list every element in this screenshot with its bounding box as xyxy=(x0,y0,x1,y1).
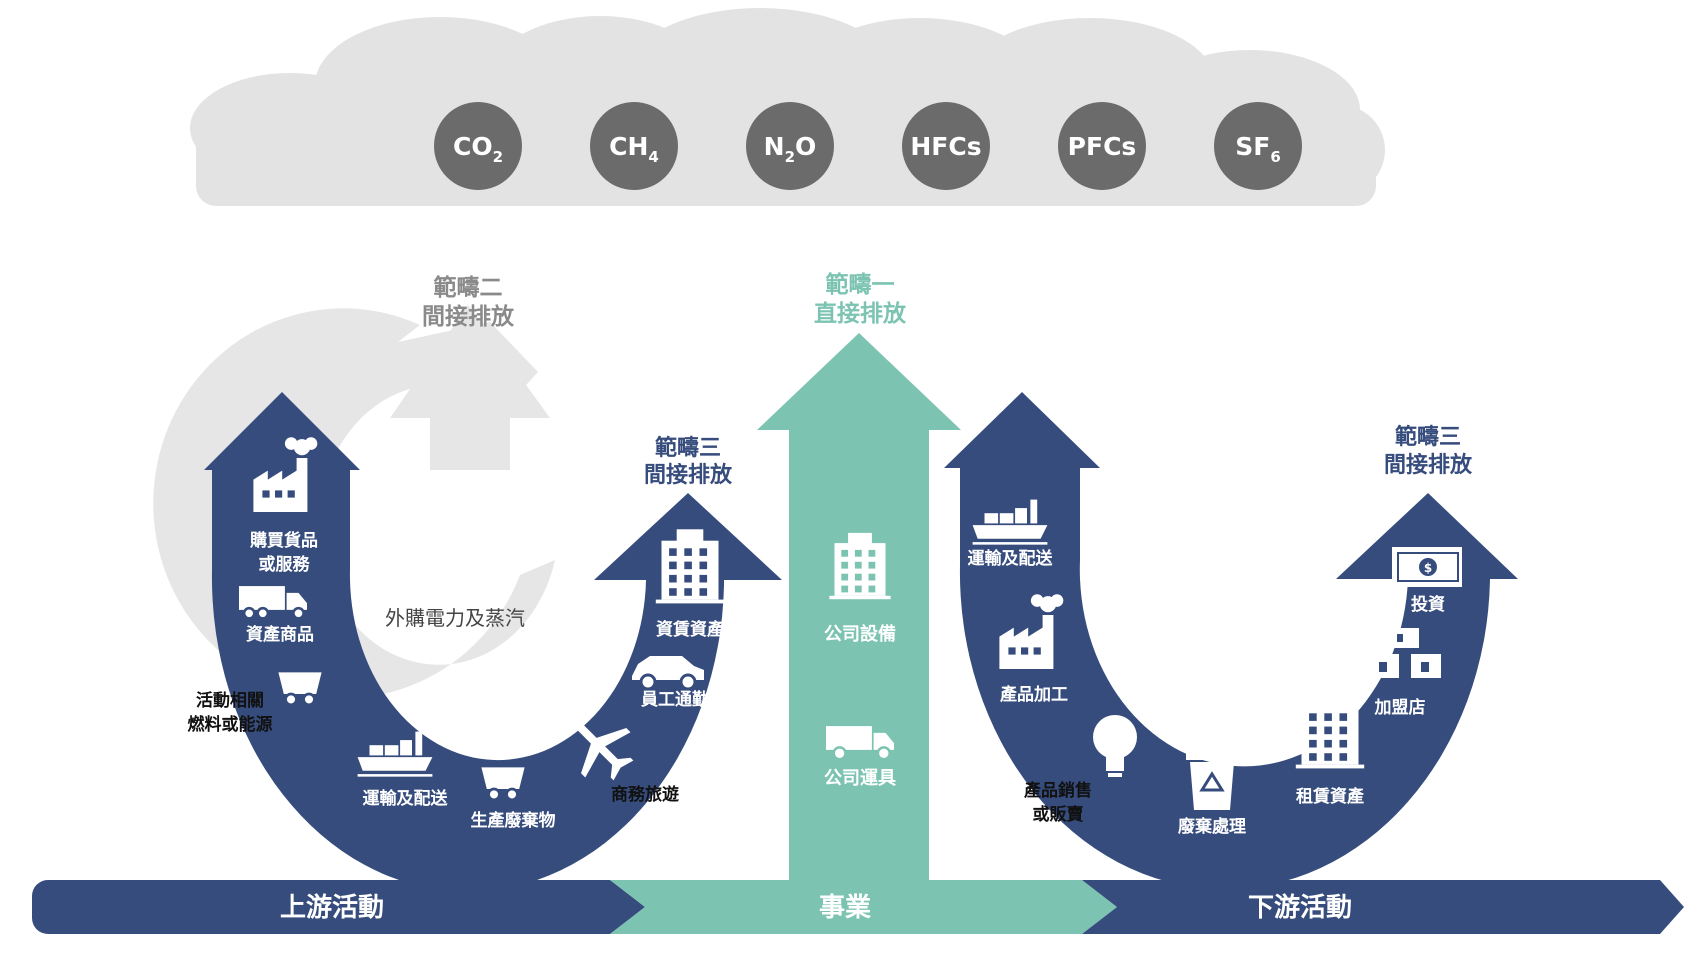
gas-sf6-circle: SF6 xyxy=(1214,102,1302,190)
gas-list: CO2 CH4 N2O HFCs PFCs SF6 xyxy=(434,102,1302,190)
gas-formula: CO2 xyxy=(453,132,503,166)
scope2-title-line1: 範疇二 xyxy=(434,274,503,301)
gas-formula: PFCs xyxy=(1068,132,1137,161)
downstream-leased-label: 租賃資產 xyxy=(1296,786,1364,807)
sold-products-label-line1: 產品銷售 xyxy=(1024,780,1092,801)
recycle-bin-icon xyxy=(1186,752,1238,810)
employee-commute-label: 員工通勤 xyxy=(640,690,709,710)
production-waste-label: 生產廢棄物 xyxy=(471,810,556,831)
upstream-segment xyxy=(32,880,645,934)
airplane-icon xyxy=(569,716,634,781)
capital-goods-label: 資產商品 xyxy=(246,624,314,645)
bottom-bar xyxy=(32,880,1684,934)
processing-label: 產品加工 xyxy=(1000,684,1068,705)
end-of-life-label: 廢棄處理 xyxy=(1178,816,1246,837)
gas-n2o-circle: N2O xyxy=(746,102,834,190)
scope3-up-title-line1: 範疇三 xyxy=(655,435,721,461)
banknote-icon: $ xyxy=(1392,547,1462,587)
franchise-label: 加盟店 xyxy=(1374,697,1426,718)
scope1-arrow xyxy=(757,333,961,880)
building-icon xyxy=(1295,694,1365,769)
upstream-arrow xyxy=(204,392,782,892)
investments-label: 投資 xyxy=(1411,594,1445,615)
lightbulb-icon xyxy=(1093,715,1137,777)
scope1-title-line2: 直接排放 xyxy=(814,300,907,327)
scope1-title-line1: 範疇一 xyxy=(826,271,895,298)
scope3-down-title-line2: 間接排放 xyxy=(1384,452,1473,478)
electricity-label: 外購電力及蒸汽 xyxy=(385,606,525,630)
company-facilities-icon xyxy=(829,532,891,600)
business-segment xyxy=(610,880,1117,934)
purchased-goods-label-line1: 購買貨品 xyxy=(250,530,318,551)
upstream-activities-label: 上游活動 xyxy=(280,893,384,923)
business-label: 事業 xyxy=(819,893,871,923)
car-icon xyxy=(632,656,704,691)
gas-co2-circle: CO2 xyxy=(434,102,522,190)
sold-products-label-line2: 或販賣 xyxy=(1033,804,1085,825)
downstream-segment xyxy=(1082,880,1684,934)
fuel-energy-label-line2: 燃料或能源 xyxy=(188,714,273,735)
gas-hfcs-circle: HFCs xyxy=(902,102,990,190)
company-vehicles-icon xyxy=(826,726,894,761)
downstream-activities-label: 下游活動 xyxy=(1248,893,1352,923)
plug-icon xyxy=(371,542,460,583)
business-travel-label: 商務旅遊 xyxy=(611,784,679,805)
gas-formula: HFCs xyxy=(910,132,981,161)
gas-formula: SF6 xyxy=(1235,132,1281,166)
scope3-up-title-line2: 間接排放 xyxy=(644,462,733,488)
company-vehicles-label: 公司運具 xyxy=(824,768,896,789)
downstream-arrow xyxy=(944,392,1518,890)
purchased-goods-label-line2: 或服務 xyxy=(259,554,311,575)
svg-text:$: $ xyxy=(1424,561,1432,575)
upstream-transport-label: 運輸及配送 xyxy=(363,788,449,809)
scope3-down-title-line1: 範疇三 xyxy=(1395,424,1461,450)
scope2-title-line2: 間接排放 xyxy=(422,303,515,330)
upstream-leased-label: 資賃資產 xyxy=(656,619,724,640)
fuel-energy-label-line1: 活動相關 xyxy=(196,690,264,711)
gas-pfcs-circle: PFCs xyxy=(1058,102,1146,190)
gas-formula: CH4 xyxy=(609,132,659,166)
gas-ch4-circle: CH4 xyxy=(590,102,678,190)
gas-formula: N2O xyxy=(764,132,817,166)
downstream-transport-label: 運輸及配送 xyxy=(968,548,1054,569)
company-facilities-label: 公司設備 xyxy=(824,623,896,645)
store-icon xyxy=(1369,628,1441,678)
